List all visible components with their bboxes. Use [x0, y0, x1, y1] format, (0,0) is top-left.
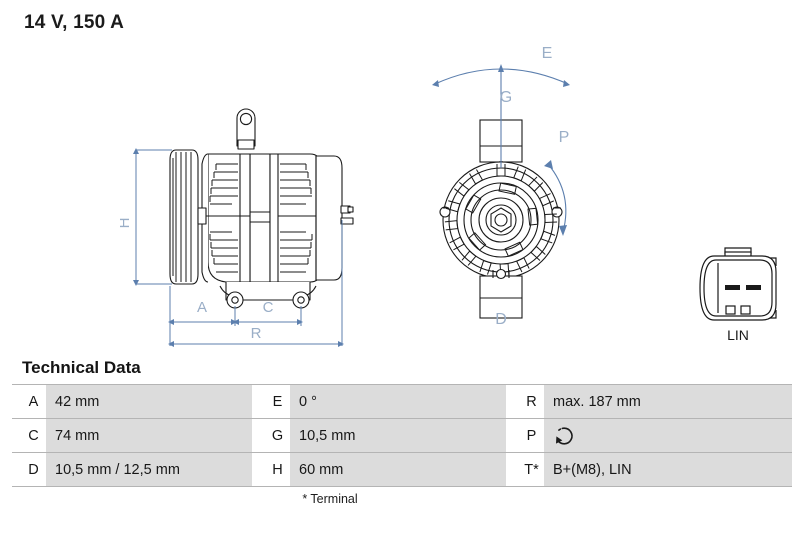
row-value-h: 60 mm: [290, 452, 506, 487]
row-key-t: T*: [510, 452, 544, 487]
footnote-text: * Terminal: [302, 492, 358, 506]
alternator-side-view: H A C R: [120, 108, 354, 347]
dimension-label-a: A: [197, 299, 207, 316]
table-row: D 10,5 mm / 12,5 mm H 60 mm T* B+(M8), L…: [12, 452, 792, 487]
page-title: 14 V, 150 A: [24, 12, 125, 33]
table-row: C 74 mm G 10,5 mm P: [12, 418, 792, 453]
dimension-label-d: D: [495, 311, 507, 326]
alternator-front-view: E G P D: [432, 45, 570, 326]
column-gap: [506, 452, 510, 487]
lin-connector-drawing: LIN: [699, 247, 777, 343]
dimension-label-g: G: [500, 89, 512, 106]
lin-connector-label: LIN: [727, 327, 749, 343]
row-key-h: H: [256, 452, 290, 487]
row-value-e: 0 °: [290, 384, 506, 419]
dimension-label-h: H: [120, 218, 133, 229]
row-key-c: C: [12, 418, 46, 453]
column-gap: [252, 452, 256, 487]
row-key-r: R: [510, 384, 544, 419]
row-value-c: 74 mm: [46, 418, 252, 453]
table-row: A 42 mm E 0 ° R max. 187 mm: [12, 384, 792, 419]
technical-data-heading: Technical Data: [22, 358, 141, 377]
row-value-d: 10,5 mm / 12,5 mm: [46, 452, 252, 487]
dimension-label-e: E: [542, 45, 553, 62]
row-key-d: D: [12, 452, 46, 487]
row-key-p: P: [510, 418, 544, 453]
drawings-area: H A C R: [0, 34, 800, 354]
row-value-a: 42 mm: [46, 384, 252, 419]
dimension-label-p: P: [559, 129, 570, 146]
row-value-p: [544, 418, 792, 453]
dimension-label-c: C: [263, 299, 274, 316]
table-footnote: * Terminal: [12, 487, 788, 506]
row-key-e: E: [256, 384, 290, 419]
technical-data-section: Technical Data A 42 mm E 0 ° R max. 187 …: [0, 358, 800, 506]
rotation-direction-icon: [556, 426, 573, 445]
dimension-label-r: R: [251, 325, 262, 342]
row-key-g: G: [256, 418, 290, 453]
row-value-r: max. 187 mm: [544, 384, 792, 419]
technical-data-table: A 42 mm E 0 ° R max. 187 mm C 74 mm G 10…: [12, 384, 792, 487]
row-key-a: A: [12, 384, 46, 419]
row-value-t: B+(M8), LIN: [544, 452, 792, 487]
row-value-g: 10,5 mm: [290, 418, 506, 453]
